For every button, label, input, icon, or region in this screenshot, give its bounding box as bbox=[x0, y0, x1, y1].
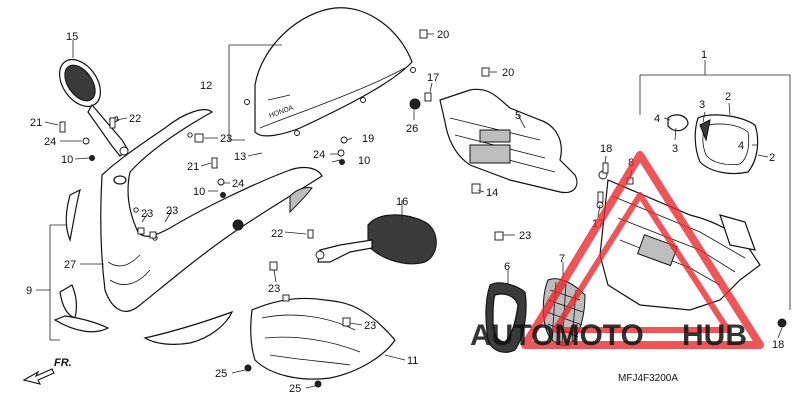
callout-4-left: 4 bbox=[654, 113, 660, 125]
meter-assembly bbox=[596, 170, 787, 328]
callout-17-top: 17 bbox=[427, 72, 439, 84]
callout-23-b: 23 bbox=[141, 208, 153, 220]
air-duct bbox=[485, 282, 527, 353]
windscreen: HONDA bbox=[244, 7, 416, 137]
callout-24-mid: 24 bbox=[232, 178, 244, 190]
watermark-logo bbox=[521, 151, 764, 349]
hardware bbox=[59, 29, 634, 327]
callout-14: 14 bbox=[486, 187, 498, 199]
callout-19: 19 bbox=[362, 133, 374, 145]
callout-23-c: 23 bbox=[166, 205, 178, 217]
callout-22-mid: 22 bbox=[271, 228, 283, 240]
callout-3-bottom: 3 bbox=[672, 143, 678, 155]
upper-cowl bbox=[100, 109, 323, 312]
callout-3-top: 3 bbox=[699, 99, 705, 111]
front-arrow: FR. bbox=[22, 357, 72, 385]
callout-22-left: 22 bbox=[129, 113, 141, 125]
callout-25-right: 25 bbox=[289, 383, 301, 395]
watermark-text-orange: AUTOMOTO bbox=[470, 319, 644, 352]
callout-18-bottom: 18 bbox=[772, 339, 784, 351]
callout-16: 16 bbox=[396, 196, 408, 208]
callout-10-left: 10 bbox=[61, 154, 73, 166]
callout-7: 7 bbox=[559, 253, 565, 265]
callout-2-right: 2 bbox=[769, 152, 775, 164]
callout-21-left: 21 bbox=[30, 117, 42, 129]
callout-12: 12 bbox=[200, 80, 212, 92]
callout-1: 1 bbox=[701, 49, 707, 61]
callout-2-top: 2 bbox=[725, 91, 731, 103]
callout-24-left: 24 bbox=[44, 136, 56, 148]
callout-26: 26 bbox=[406, 123, 418, 135]
callout-13: 13 bbox=[234, 151, 246, 163]
cowl-stay bbox=[409, 88, 578, 241]
callout-4-right: 4 bbox=[738, 140, 744, 152]
callout-11: 11 bbox=[407, 355, 418, 367]
callout-10-mid: 10 bbox=[193, 186, 205, 198]
callout-20-top: 20 bbox=[437, 29, 449, 41]
callout-23-d: 23 bbox=[519, 230, 531, 242]
callout-20-mid: 20 bbox=[502, 67, 514, 79]
bolt-21 bbox=[59, 121, 66, 133]
front-arrow-label: FR. bbox=[54, 357, 72, 369]
callout-21-mid: 21 bbox=[187, 161, 199, 173]
callout-10-right: 10 bbox=[358, 155, 370, 167]
leader-lines bbox=[36, 33, 791, 389]
diagram-code: MFJ4F3200A bbox=[618, 373, 678, 384]
callout-numbers: 15 21 22 24 10 23 21 24 10 23 23 12 13 2… bbox=[26, 29, 784, 395]
callout-6: 6 bbox=[504, 261, 510, 273]
mirror-left bbox=[58, 58, 129, 157]
gasket-assembly bbox=[667, 114, 759, 175]
inner-cowl bbox=[244, 294, 396, 388]
callout-23-e: 23 bbox=[268, 283, 280, 295]
callout-15: 15 bbox=[66, 31, 78, 43]
callout-25-left: 25 bbox=[215, 368, 227, 380]
callout-27: 27 bbox=[64, 259, 76, 271]
callout-18-top: 18 bbox=[600, 143, 612, 155]
watermark-text: AUTOMOTO HUB bbox=[470, 319, 747, 352]
side-cowl-pieces bbox=[53, 188, 234, 345]
callout-23-a: 23 bbox=[220, 133, 232, 145]
callout-24-right: 24 bbox=[313, 149, 325, 161]
watermark-text-grey: HUB bbox=[682, 319, 747, 352]
callout-5: 5 bbox=[515, 110, 521, 122]
callout-23-f: 23 bbox=[364, 320, 376, 332]
callout-9: 9 bbox=[26, 285, 32, 297]
mirror-right bbox=[315, 214, 437, 265]
